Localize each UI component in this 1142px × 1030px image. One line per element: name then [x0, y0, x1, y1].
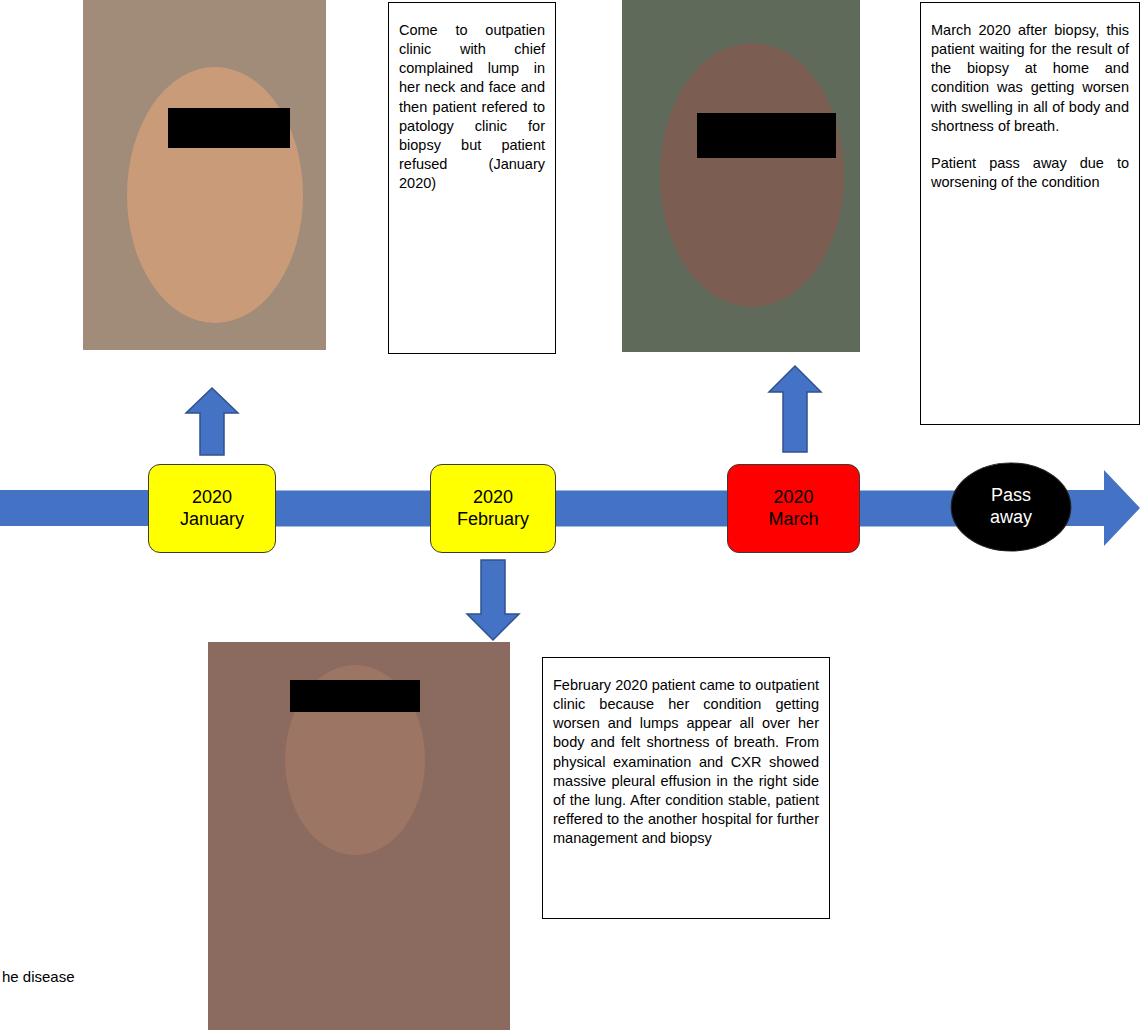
block-arrow	[769, 366, 821, 452]
timeline-arrowhead	[1104, 470, 1140, 546]
timeline-band	[270, 491, 442, 527]
note-text: March 2020 after biopsy, this patient wa…	[931, 21, 1129, 136]
redaction-bar	[168, 108, 290, 148]
note-box: March 2020 after biopsy, this patient wa…	[920, 2, 1140, 425]
end-ellipse: Pass away	[950, 462, 1072, 552]
redaction-bar	[697, 113, 836, 158]
note-text: Patient pass away due to worsening of th…	[931, 154, 1129, 192]
timeline-box: 2020 February	[430, 464, 556, 553]
timeline-band	[550, 491, 739, 527]
face-shape	[127, 67, 303, 323]
timeline-box: 2020 March	[727, 464, 860, 553]
timeline-band	[0, 490, 156, 526]
timeline-box: 2020 January	[148, 464, 276, 553]
timeline-band	[854, 491, 962, 527]
cut-label: he disease	[2, 968, 75, 985]
face-shape	[660, 43, 844, 307]
patient-photo	[208, 642, 510, 1030]
face-shape	[285, 665, 425, 855]
ellipse-outline	[951, 463, 1071, 551]
note-text: Come to outpatien clinic with chief comp…	[399, 21, 545, 193]
patient-photo	[83, 0, 326, 350]
timeline-label: 2020 March	[749, 487, 839, 530]
note-box: February 2020 patient came to outpatient…	[542, 657, 830, 919]
note-box: Come to outpatien clinic with chief comp…	[388, 2, 556, 354]
timeline-label: Pass away	[980, 485, 1042, 528]
block-arrow	[186, 388, 238, 455]
timeline-label: 2020 January	[167, 487, 257, 530]
block-arrow	[467, 560, 519, 640]
patient-photo	[622, 0, 860, 352]
redaction-bar	[290, 680, 420, 712]
note-text: February 2020 patient came to outpatient…	[553, 676, 819, 848]
timeline-label: 2020 February	[448, 487, 538, 530]
